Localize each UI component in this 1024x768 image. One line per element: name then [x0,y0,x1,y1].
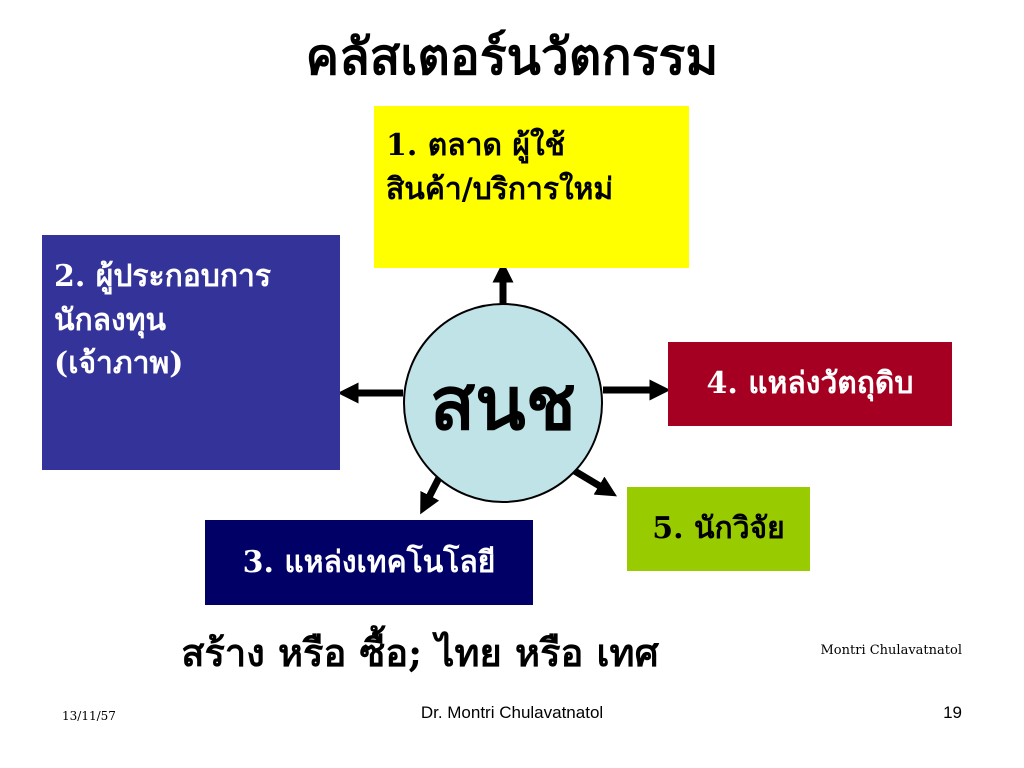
box-market-users: 1. ตลาด ผู้ใช้ สินค้า/บริการใหม่ [374,106,689,268]
box-researcher: 5. นักวิจัย [627,487,810,571]
credit-text: Montri Chulavatnatol [820,643,963,658]
footer-date: 13/11/57 [62,709,116,723]
box-technology-source: 3. แหล่งเทคโนโลยี [205,520,533,605]
subline-text: สร้าง หรือ ซื้อ; ไทย หรือ เทศ [181,630,659,675]
center-label: สนช [430,361,576,447]
arrow-down-right [571,466,618,497]
box-raw-materials: 4. แหล่งวัตถุดิบ [668,342,952,426]
box-market-line-1: 1. ตลาด ผู้ใช้ [386,128,565,163]
box-technology-line-1: 3. แหล่งเทคโนโลยี [242,544,496,580]
box-entrepreneur: 2. ผู้ประกอบการ นักลงทุน (เจ้าภาพ) [42,235,340,470]
box-entrepreneur-line-2: นักลงทุน [54,302,166,338]
box-entrepreneur-line-1: 2. ผู้ประกอบการ [54,259,271,294]
box-market-line-2: สินค้า/บริการใหม่ [386,171,614,207]
box-entrepreneur-line-3: (เจ้าภาพ) [54,346,184,381]
footer-author: Dr. Montri Chulavatnatol [420,703,604,722]
page-number: 19 [943,703,962,722]
slide-title: คลัสเตอร์นวัตกรรม [305,27,719,86]
box-materials-line-1: 4. แหล่งวัตถุดิบ [706,366,914,402]
box-researcher-line-1: 5. นักวิจัย [652,511,785,547]
center-node: สนช [403,303,603,503]
